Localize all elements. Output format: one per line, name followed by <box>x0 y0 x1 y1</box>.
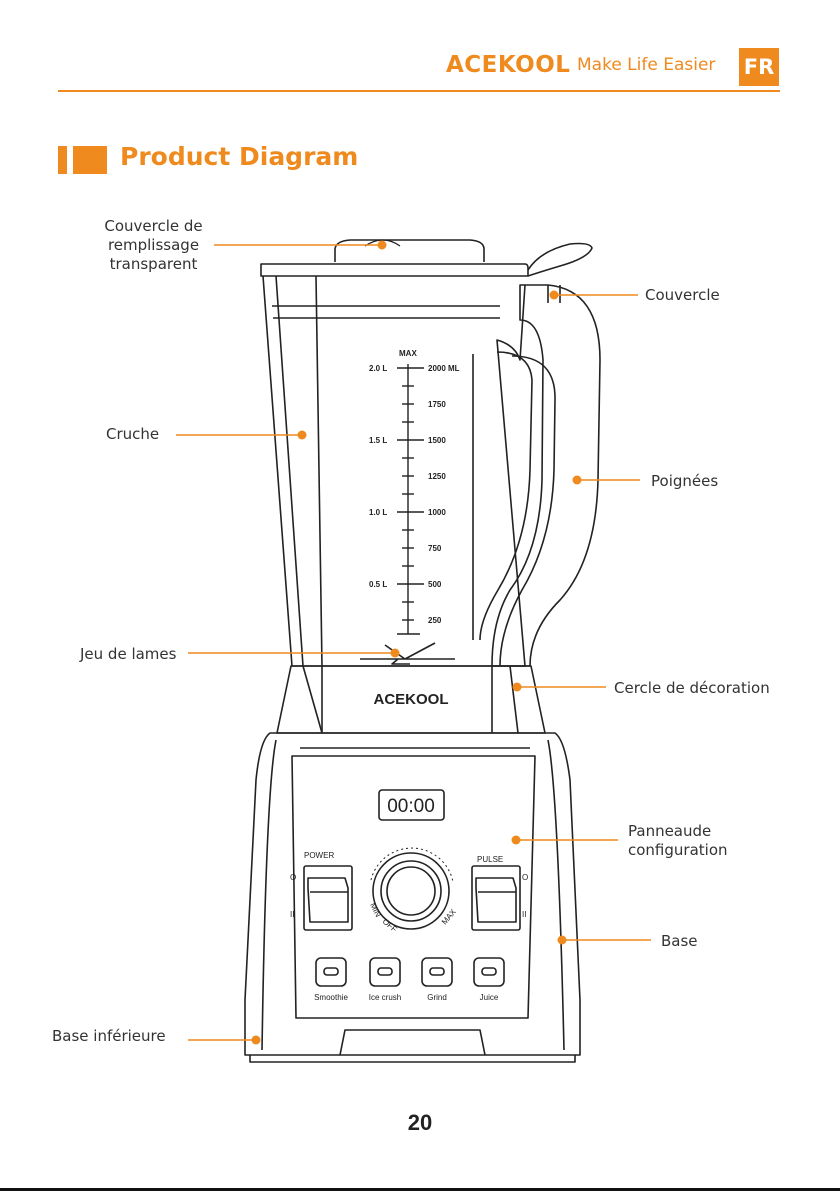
language-badge: FR <box>739 48 779 86</box>
section-title: Product Diagram <box>120 142 359 171</box>
display-frame <box>378 789 445 821</box>
header-tagline: Make Life Easier <box>577 55 716 75</box>
measurement-scale <box>397 364 424 635</box>
scale-ml-750: 750 <box>428 544 442 553</box>
base-body <box>244 732 581 1056</box>
label-base: Base <box>661 932 698 950</box>
button-label-smoothie: Smoothie <box>314 993 348 1002</box>
label-fill-lid-line1: Couvercle de <box>104 217 203 235</box>
fill-lid-cap <box>334 239 485 262</box>
device-brand: ACEKOOL <box>374 691 449 708</box>
label-panel-line1: Panneaude <box>628 822 712 840</box>
scale-ml-1750: 1750 <box>428 400 446 409</box>
jug-body <box>262 275 526 667</box>
dial-min-label: MIN <box>368 901 382 918</box>
pulse-label: PULSE <box>477 855 503 864</box>
scale-ml-1250: 1250 <box>428 472 446 481</box>
scale-ml-2000: 2000 ML <box>428 364 460 373</box>
dial-max-label: MAX <box>440 907 458 927</box>
power-label: POWER <box>304 851 334 860</box>
button-label-grind: Grind <box>427 993 447 1002</box>
footer-rule <box>0 1188 840 1191</box>
scale-ml-1000: 1000 <box>428 508 446 517</box>
power-switch-off: II <box>290 910 294 919</box>
blade-assembly <box>360 642 455 665</box>
power-switch-on: O <box>290 873 296 882</box>
pulse-switch-off: II <box>522 910 526 919</box>
label-panel-line2: configuration <box>628 841 728 859</box>
label-deco-ring: Cercle de décoration <box>614 679 770 697</box>
button-label-juice: Juice <box>480 993 499 1002</box>
label-panel: Panneaude configuration <box>628 822 728 860</box>
label-lid: Couvercle <box>645 286 720 304</box>
header-divider <box>58 90 780 92</box>
page-number: 20 <box>407 1110 433 1135</box>
label-fill-lid-line2: remplissage <box>107 236 200 254</box>
header-brand-logo: ACEKOOL <box>446 52 571 78</box>
scale-l-1-5: 1.5 L <box>369 436 387 445</box>
scale-ml-250: 250 <box>428 616 442 625</box>
button-label-ice-crush: Ice crush <box>369 993 401 1002</box>
scale-l-0-5: 0.5 L <box>369 580 387 589</box>
scale-max: MAX <box>399 349 417 358</box>
label-handles: Poignées <box>651 472 719 490</box>
lid-band <box>260 263 529 277</box>
pulse-switch-on: O <box>522 873 528 882</box>
label-fill-lid: Couvercle de remplissage transparent <box>96 217 211 274</box>
scale-ml-1500: 1500 <box>428 436 446 445</box>
section-marker-large <box>73 146 107 174</box>
scale-l-2-0: 2.0 L <box>369 364 387 373</box>
label-blades: Jeu de lames <box>80 645 177 663</box>
speed-dial <box>372 852 450 930</box>
label-jug: Cruche <box>106 425 160 443</box>
display-readout: 00:00 <box>387 796 435 817</box>
base-feet <box>249 1029 576 1063</box>
dial-off-label: OFF <box>381 917 399 934</box>
scale-ml-500: 500 <box>428 580 442 589</box>
label-fill-lid-line3: transparent <box>109 255 198 273</box>
label-lower-base: Base inférieure <box>52 1027 166 1045</box>
scale-l-1-0: 1.0 L <box>369 508 387 517</box>
section-marker-small <box>58 146 67 174</box>
